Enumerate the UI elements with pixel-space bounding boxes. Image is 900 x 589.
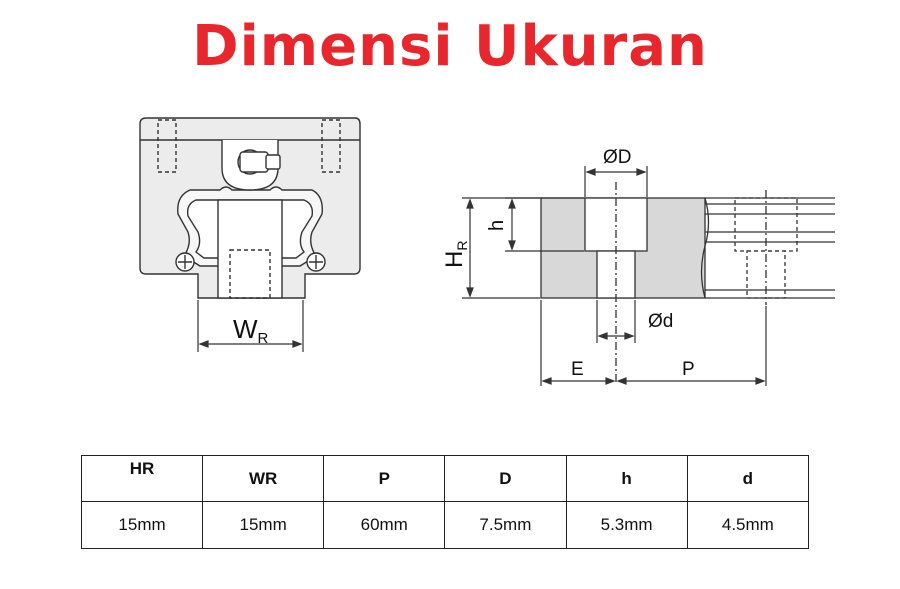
p-label: P [682, 359, 695, 380]
wr-label: WR [233, 314, 269, 347]
hr-label: HR [441, 241, 470, 268]
table-cell: 60mm [323, 501, 446, 549]
table-cell: 5.3mm [565, 501, 688, 549]
carriage-block-end-view [139, 117, 361, 299]
h-label: h [486, 220, 508, 231]
table-header-cell: WR [202, 455, 325, 502]
od-small-label: Ød [648, 311, 673, 332]
table-cell: 15mm [202, 501, 325, 549]
table-header-cell: D [444, 455, 567, 502]
table-header-cell: P [323, 455, 446, 502]
table-row: 15mm 15mm 60mm 7.5mm 5.3mm 4.5mm [80, 501, 810, 549]
od-small-dimension [596, 300, 636, 343]
h-dimension [505, 197, 584, 252]
wr-dimension [197, 300, 304, 352]
table-cell: 15mm [80, 501, 204, 549]
table-cell: 4.5mm [686, 501, 810, 549]
table-header-row: HR WR P D h d [80, 455, 810, 502]
table-cell: 7.5mm [444, 501, 567, 549]
rail-section-view [540, 182, 835, 382]
table-header-cell: HR [80, 455, 204, 502]
table-header-cell: d [686, 455, 810, 502]
od-big-label: ØD [603, 147, 632, 168]
table-header-cell: h [565, 455, 688, 502]
od-big-dimension [584, 166, 648, 197]
hr-dimension [462, 197, 540, 299]
e-label: E [571, 359, 584, 380]
dimension-table: HR WR P D h d 15mm 15mm 60mm 7.5mm 5.3mm… [80, 455, 810, 549]
e-p-dimension [540, 300, 767, 386]
page-title: Dimensi Ukuran [192, 14, 708, 79]
